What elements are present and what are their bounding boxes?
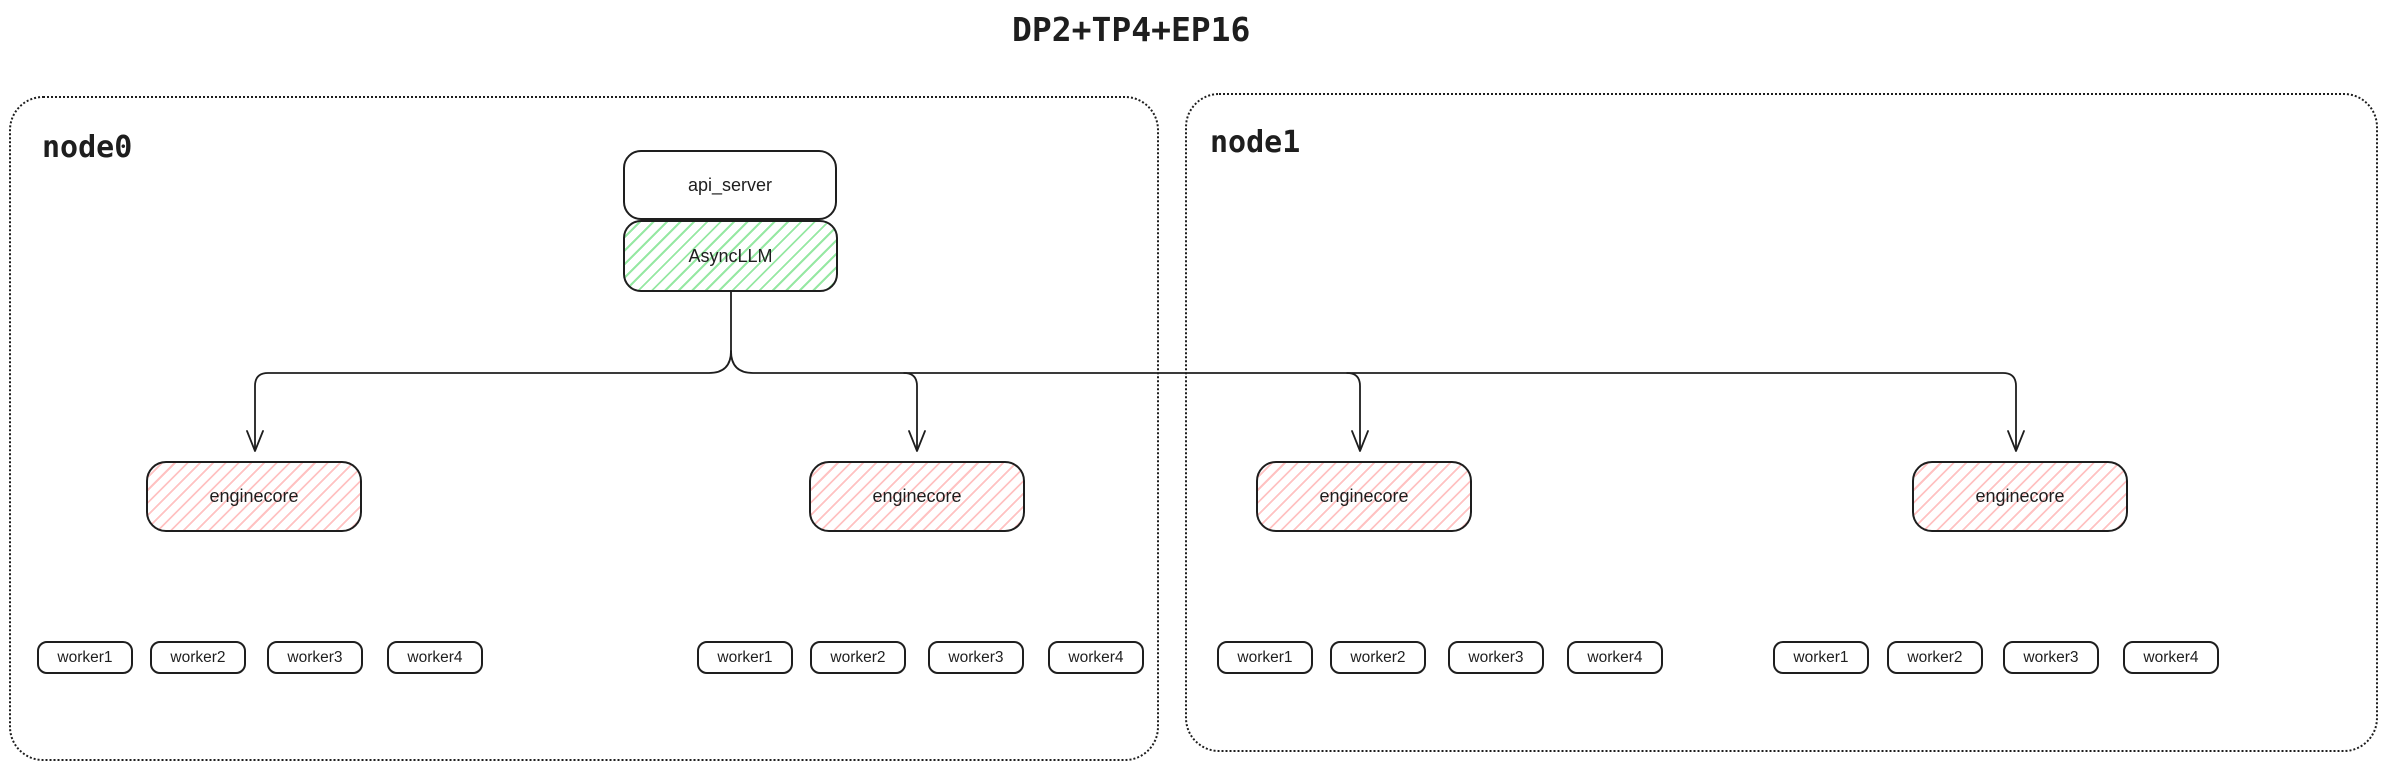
- worker-box: worker3: [1448, 641, 1544, 674]
- worker-box: worker4: [2123, 641, 2219, 674]
- diagram-title: DP2+TP4+EP16: [1012, 10, 1251, 49]
- node1-label: node1: [1210, 125, 1301, 160]
- worker-label: worker2: [170, 648, 226, 666]
- enginecore-box: enginecore: [146, 461, 362, 532]
- worker-label: worker2: [830, 648, 886, 666]
- worker-label: worker4: [1587, 648, 1643, 666]
- worker-box: worker4: [1567, 641, 1663, 674]
- enginecore-label: enginecore: [1319, 486, 1409, 506]
- enginecore-label: enginecore: [872, 486, 962, 506]
- worker-label: worker3: [287, 648, 343, 666]
- worker-box: worker4: [387, 641, 483, 674]
- worker-label: worker1: [57, 648, 113, 666]
- worker-box: worker1: [37, 641, 133, 674]
- worker-label: worker3: [948, 648, 1004, 666]
- worker-box: worker3: [2003, 641, 2099, 674]
- worker-box: worker3: [928, 641, 1024, 674]
- worker-box: worker2: [150, 641, 246, 674]
- worker-box: worker1: [1217, 641, 1313, 674]
- worker-label: worker3: [1468, 648, 1524, 666]
- worker-box: worker2: [1887, 641, 1983, 674]
- enginecore-box: enginecore: [1912, 461, 2128, 532]
- api-server-box: api_server: [623, 150, 837, 220]
- worker-label: worker1: [1237, 648, 1293, 666]
- worker-label: worker1: [1793, 648, 1849, 666]
- enginecore-label: enginecore: [1975, 486, 2065, 506]
- asyncllm-box: AsyncLLM: [623, 220, 838, 292]
- worker-label: worker4: [407, 648, 463, 666]
- api-server-label: api_server: [687, 174, 773, 195]
- worker-label: worker1: [717, 648, 773, 666]
- asyncllm-label: AsyncLLM: [688, 245, 773, 266]
- worker-label: worker4: [1068, 648, 1124, 666]
- worker-box: worker1: [697, 641, 793, 674]
- worker-label: worker4: [2143, 648, 2199, 666]
- enginecore-box: enginecore: [1256, 461, 1472, 532]
- node0-label: node0: [42, 130, 133, 165]
- enginecore-label: enginecore: [209, 486, 299, 506]
- worker-box: worker1: [1773, 641, 1869, 674]
- worker-box: worker4: [1048, 641, 1144, 674]
- worker-box: worker2: [810, 641, 906, 674]
- worker-label: worker2: [1350, 648, 1406, 666]
- enginecore-box: enginecore: [809, 461, 1025, 532]
- worker-box: worker3: [267, 641, 363, 674]
- worker-label: worker3: [2023, 648, 2079, 666]
- worker-label: worker2: [1907, 648, 1963, 666]
- worker-box: worker2: [1330, 641, 1426, 674]
